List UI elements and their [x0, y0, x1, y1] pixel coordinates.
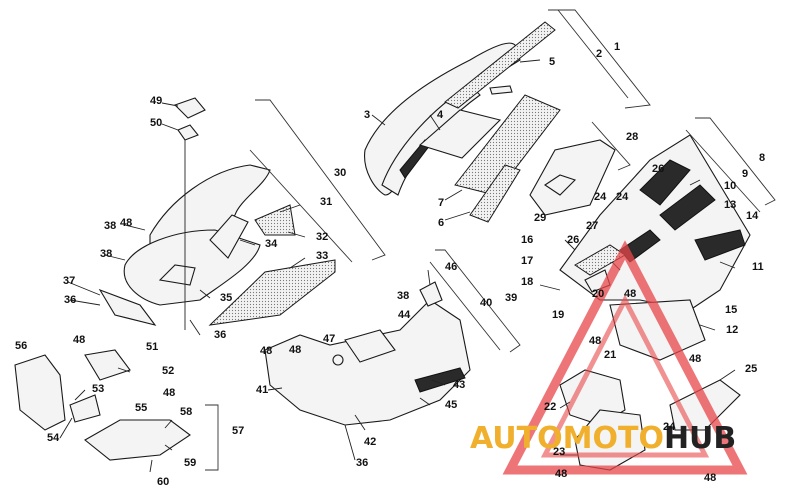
windshield-assembly — [364, 21, 561, 223]
callout-23: 23 — [553, 446, 565, 458]
callout-48-dup11: 48 — [689, 353, 701, 365]
callout-25: 25 — [745, 363, 757, 375]
watermark-logo: AUTOMOTOHUB — [470, 240, 748, 475]
callout-8: 8 — [759, 152, 765, 164]
watermark-part-moto: MOTO — [563, 421, 664, 456]
callout-15: 15 — [725, 304, 737, 316]
callout-44: 44 — [398, 309, 411, 321]
callout-48-dup13: 48 — [555, 468, 567, 480]
callout-55: 55 — [135, 402, 147, 414]
callout-47: 47 — [323, 333, 335, 345]
nose-pan-assembly — [98, 97, 336, 326]
callout-36: 36 — [214, 329, 226, 341]
callout-43: 43 — [453, 379, 465, 391]
callout-48-dup8: 48 — [624, 288, 636, 300]
watermark-part-hub: HUB — [664, 421, 736, 456]
callout-50: 50 — [150, 117, 162, 129]
callout-36-dup2: 36 — [356, 457, 368, 469]
callout-36-dup3: 36 — [64, 294, 76, 306]
callout-19: 19 — [552, 309, 564, 321]
callout-56: 56 — [15, 340, 27, 352]
callout-24-dup6: 24 — [616, 191, 629, 203]
callout-39: 39 — [505, 292, 517, 304]
callout-31: 31 — [320, 196, 332, 208]
callout-48-dup14: 48 — [163, 387, 175, 399]
callout-59: 59 — [184, 457, 196, 469]
callout-48-dup5: 48 — [289, 344, 301, 356]
callout-46: 46 — [445, 261, 457, 273]
callout-32: 32 — [316, 231, 328, 243]
callout-6: 6 — [438, 217, 444, 229]
callout-22: 22 — [544, 401, 556, 413]
callout-48-dup1: 48 — [120, 217, 132, 229]
callout-38: 38 — [100, 248, 112, 260]
left-small-parts — [14, 349, 191, 461]
hood-panel — [529, 139, 616, 216]
callout-57: 57 — [232, 425, 244, 437]
callout-48: 48 — [260, 345, 272, 357]
callout-24-dup9: 24 — [663, 421, 676, 433]
callout-54: 54 — [47, 432, 60, 444]
brackets — [205, 9, 776, 471]
callout-52: 52 — [162, 365, 174, 377]
callout-12: 12 — [726, 324, 738, 336]
callout-24: 24 — [594, 191, 607, 203]
callout-45: 45 — [445, 399, 457, 411]
callout-14: 14 — [746, 210, 759, 222]
callout-11: 11 — [752, 261, 764, 273]
belly-pan — [264, 281, 471, 426]
callout-26-dup7: 26 — [567, 234, 579, 246]
callout-42: 42 — [364, 436, 376, 448]
callout-1: 1 — [614, 41, 620, 53]
callout-60: 60 — [157, 476, 169, 488]
callout-38-dup0: 38 — [104, 220, 116, 232]
callout-49: 49 — [150, 95, 162, 107]
callout-5: 5 — [549, 56, 555, 68]
callout-2: 2 — [596, 48, 602, 60]
callout-27: 27 — [586, 220, 598, 232]
callout-3: 3 — [364, 109, 370, 121]
watermark-part-auto: AUTO — [470, 421, 563, 456]
callout-33: 33 — [316, 250, 328, 262]
callout-17: 17 — [521, 255, 533, 267]
callout-34: 34 — [265, 238, 278, 250]
callout-7: 7 — [438, 197, 444, 209]
callout-58: 58 — [180, 406, 192, 418]
callout-53: 53 — [92, 383, 104, 395]
callout-9: 9 — [742, 168, 748, 180]
callout-30: 30 — [334, 167, 346, 179]
callout-18: 18 — [521, 276, 533, 288]
callout-20: 20 — [592, 288, 604, 300]
callout-37: 37 — [63, 275, 75, 287]
callout-21: 21 — [604, 349, 616, 361]
callout-10: 10 — [724, 180, 736, 192]
callout-51: 51 — [146, 341, 158, 353]
callout-35: 35 — [220, 292, 232, 304]
watermark-text: AUTOMOTOHUB — [470, 421, 736, 456]
callout-40: 40 — [480, 297, 492, 309]
callout-28: 28 — [626, 131, 638, 143]
callout-38-dup4: 38 — [397, 290, 409, 302]
right-side-panel — [559, 134, 751, 361]
callout-26: 26 — [652, 163, 664, 175]
callout-41: 41 — [256, 384, 268, 396]
callout-48-dup15: 48 — [73, 334, 85, 346]
callout-29: 29 — [534, 212, 546, 224]
callout-13: 13 — [724, 199, 736, 211]
callout-48-dup12: 48 — [704, 472, 716, 484]
callout-48-dup10: 48 — [589, 335, 601, 347]
callout-4: 4 — [437, 109, 444, 121]
callout-16: 16 — [521, 234, 533, 246]
